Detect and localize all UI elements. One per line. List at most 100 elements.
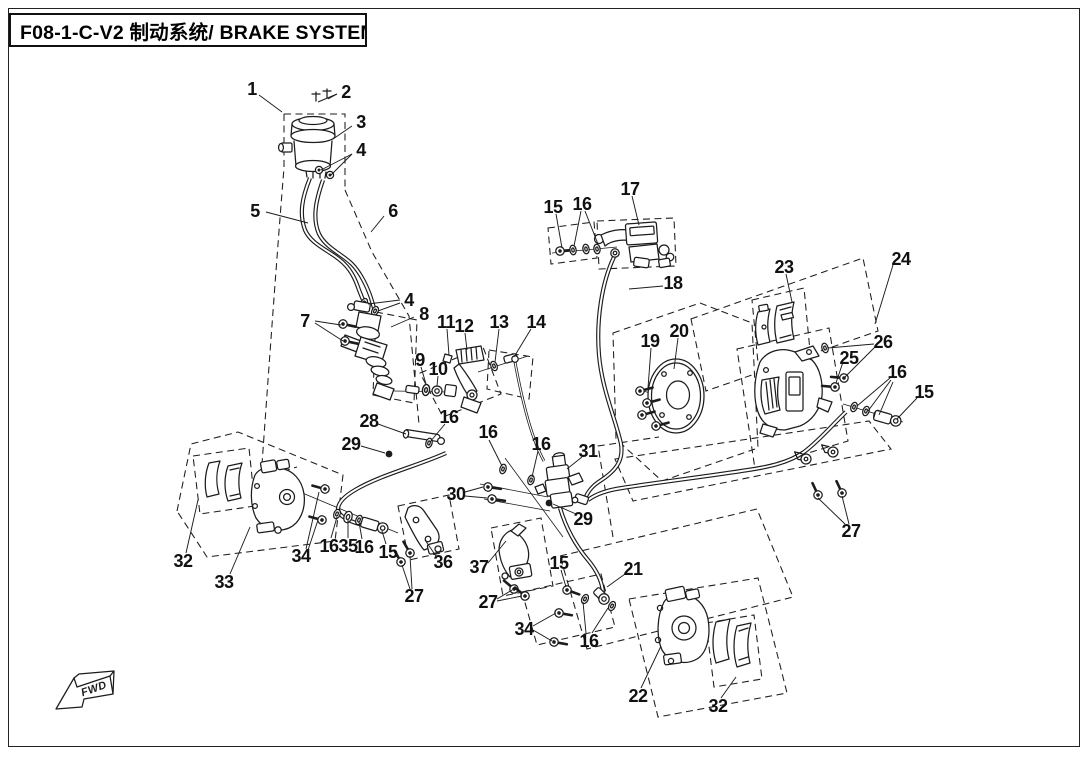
leader-line (330, 516, 338, 539)
callout-32: 32 (173, 551, 193, 571)
leader-line (424, 539, 437, 557)
leader-line (582, 601, 587, 634)
callout-25: 25 (839, 348, 859, 368)
callout-37: 37 (469, 557, 489, 577)
leader-line (494, 328, 500, 363)
leader-line (367, 299, 401, 305)
callout-4: 4 (404, 290, 414, 310)
leader-line (896, 397, 918, 420)
leader-line (496, 595, 523, 602)
callout-1: 1 (247, 79, 257, 99)
block-bolt (485, 492, 507, 507)
callout-33: 33 (214, 572, 234, 592)
callout-3: 3 (356, 112, 366, 132)
leader-line (488, 439, 503, 467)
leader-line (628, 285, 664, 290)
callout-27: 27 (478, 592, 498, 612)
leader-line (647, 347, 652, 389)
callout-16: 16 (572, 194, 592, 214)
front-left-hose-fittings (307, 480, 390, 536)
callout-13: 13 (489, 312, 509, 332)
leader-line (401, 564, 411, 590)
leader-line (420, 366, 427, 385)
leader-line (464, 495, 488, 499)
leader-line (573, 210, 582, 247)
callout-14: 14 (526, 312, 546, 332)
callout-15: 15 (914, 382, 934, 402)
rear-brake-disc (633, 358, 705, 434)
leader-line (827, 343, 875, 349)
leader-line (531, 450, 539, 478)
lever-37 (498, 523, 533, 604)
leader-line (358, 521, 363, 540)
diagram-title: F08-1-C-V2 制动系统/ BRAKE SYSTEM (20, 21, 367, 44)
leader-line (258, 94, 283, 113)
callout-34: 34 (514, 619, 534, 639)
callout-30: 30 (446, 484, 466, 504)
caliper-bolt (307, 511, 329, 527)
leader-line (555, 213, 563, 249)
leader-line (185, 499, 199, 554)
callout-19: 19 (640, 331, 660, 351)
leader-line (436, 375, 439, 387)
brake-pipe-28 (385, 429, 446, 458)
callout-17: 17 (620, 179, 640, 199)
leader-line (844, 346, 876, 378)
leader-line (584, 210, 599, 245)
callout-15: 15 (543, 197, 563, 217)
leader-line (446, 328, 450, 356)
leader-line (631, 195, 640, 226)
clamp-bolt (807, 480, 825, 502)
leader-line (496, 589, 513, 600)
callout-18: 18 (663, 273, 683, 293)
callout-29: 29 (341, 434, 361, 454)
leader-line (409, 555, 413, 590)
leader-line (487, 540, 507, 564)
callout-27: 27 (404, 586, 424, 606)
leader-line (785, 273, 793, 303)
caliper-bolt (310, 480, 332, 496)
callout-7: 7 (300, 311, 310, 331)
callout-8: 8 (419, 304, 429, 324)
caliper-bolt (552, 606, 574, 621)
hand-brake-master-cylinder (554, 221, 675, 269)
callout-10: 10 (428, 359, 448, 379)
leader-line (229, 526, 251, 575)
frame-outlines (176, 113, 892, 718)
callout-32: 32 (708, 696, 728, 716)
callout-16: 16 (354, 537, 374, 557)
leader-line (835, 361, 844, 384)
diagram-border (8, 8, 1080, 747)
leader-line (332, 125, 353, 140)
leader-line (591, 607, 609, 634)
leader-line (314, 320, 342, 326)
leader-line (320, 153, 353, 171)
callout-34: 34 (291, 546, 311, 566)
leader-line (370, 215, 385, 233)
callout-36: 36 (433, 552, 453, 572)
leader-line (532, 612, 557, 627)
leader-line (867, 379, 892, 412)
bracket-bolt (398, 538, 418, 561)
block-bolt (481, 480, 503, 495)
callout-16: 16 (439, 407, 459, 427)
leader-line (817, 497, 846, 525)
leader-line (720, 676, 737, 699)
leader-line (513, 328, 532, 358)
pedal-lever (442, 345, 485, 414)
callout-16: 16 (887, 362, 907, 382)
leader-line (878, 381, 894, 416)
front-left-caliper (204, 458, 306, 534)
bleeder-screw (829, 371, 850, 384)
callout-9: 9 (415, 350, 425, 370)
bleeder-screw (820, 380, 841, 393)
hose-fitting (325, 170, 335, 180)
callout-6: 6 (388, 201, 398, 221)
leader-line (327, 93, 338, 100)
leader-line (673, 337, 679, 370)
rear-brake-pads (755, 301, 795, 346)
callout-28: 28 (359, 411, 379, 431)
brake-hoses (299, 177, 848, 593)
callout-23: 23 (774, 257, 794, 277)
callout-16: 16 (478, 422, 498, 442)
